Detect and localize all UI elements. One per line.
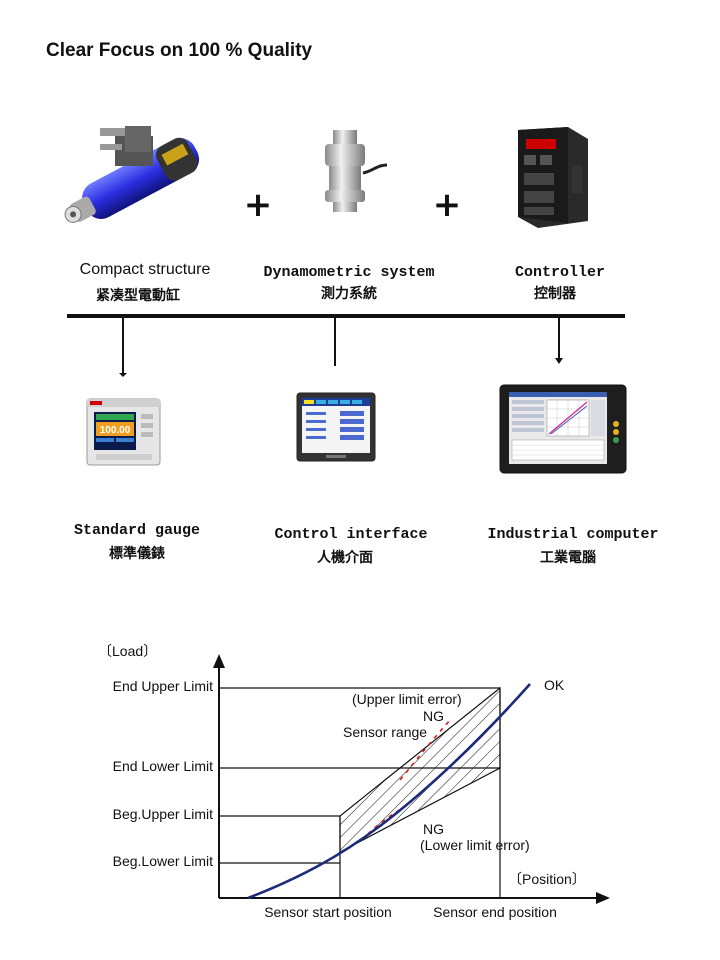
electric-cylinder-image: [64, 126, 200, 223]
lower-error-label: (Lower limit error): [420, 837, 530, 853]
gauge-reading: 100.00: [100, 425, 131, 436]
sensor-end-label: Sensor end position: [433, 904, 557, 920]
ng-lower-label: NG: [423, 821, 444, 837]
controller-label-zh: 控制器: [534, 285, 576, 301]
standard-gauge-label: Standard gauge: [73, 522, 201, 539]
dynamometric-system-label-zh: 測力系統: [321, 285, 377, 301]
plus-sign-1: +: [243, 185, 273, 225]
beg-upper-limit-label: Beg.Upper Limit: [113, 806, 213, 822]
connector-line-3: [558, 318, 560, 358]
industrial-computer-label-zh: 工業電腦: [540, 549, 596, 565]
servo-controller-image: [518, 127, 588, 228]
compact-structure-label: Compact structure: [79, 261, 211, 278]
end-lower-limit-label: End Lower Limit: [113, 758, 213, 774]
compact-structure-label-zh: 紧凑型電動缸: [96, 287, 180, 303]
sensor-start-label: Sensor start position: [264, 904, 392, 920]
connector-line-1: [122, 318, 124, 374]
standard-gauge-image: 100.00: [86, 398, 161, 466]
ng-upper-curve: [399, 717, 453, 781]
load-cell-image: [325, 130, 388, 212]
y-axis-label: 〔Load〕: [98, 643, 157, 659]
page-title: Clear Focus on 100 % Quality: [46, 40, 313, 61]
control-interface-label: Control interface: [274, 526, 428, 543]
ng-upper-label: NG: [423, 708, 444, 724]
controller-label: Controller: [514, 264, 606, 281]
tolerance-band: [339, 686, 501, 853]
connector-arrowhead-3: [555, 358, 563, 364]
control-interface-image: [296, 392, 376, 462]
sensor-range-label: Sensor range: [343, 724, 427, 740]
standard-gauge-label-zh: 標準儀錶: [109, 545, 165, 561]
end-upper-limit-label: End Upper Limit: [113, 678, 213, 694]
ok-label: OK: [544, 677, 565, 693]
load-position-chart: 〔Load〕 〔Position〕 End Upper Limit End Lo…: [98, 643, 610, 920]
industrial-computer-image: [499, 384, 627, 474]
beg-lower-limit-label: Beg.Lower Limit: [113, 853, 213, 869]
connection-bus-line: [67, 314, 625, 318]
plus-sign-2: +: [432, 185, 462, 225]
connector-line-2: [334, 318, 336, 366]
y-axis-arrow: [213, 654, 225, 668]
industrial-computer-label: Industrial computer: [487, 526, 659, 543]
upper-error-label: (Upper limit error): [352, 691, 462, 707]
control-interface-label-zh: 人機介面: [317, 549, 373, 565]
x-axis-arrow: [596, 892, 610, 904]
x-axis-label: 〔Position〕: [508, 871, 586, 887]
connector-arrowhead-1: [119, 373, 127, 377]
dynamometric-system-label: Dynamometric system: [263, 264, 435, 281]
ok-curve: [247, 683, 531, 900]
